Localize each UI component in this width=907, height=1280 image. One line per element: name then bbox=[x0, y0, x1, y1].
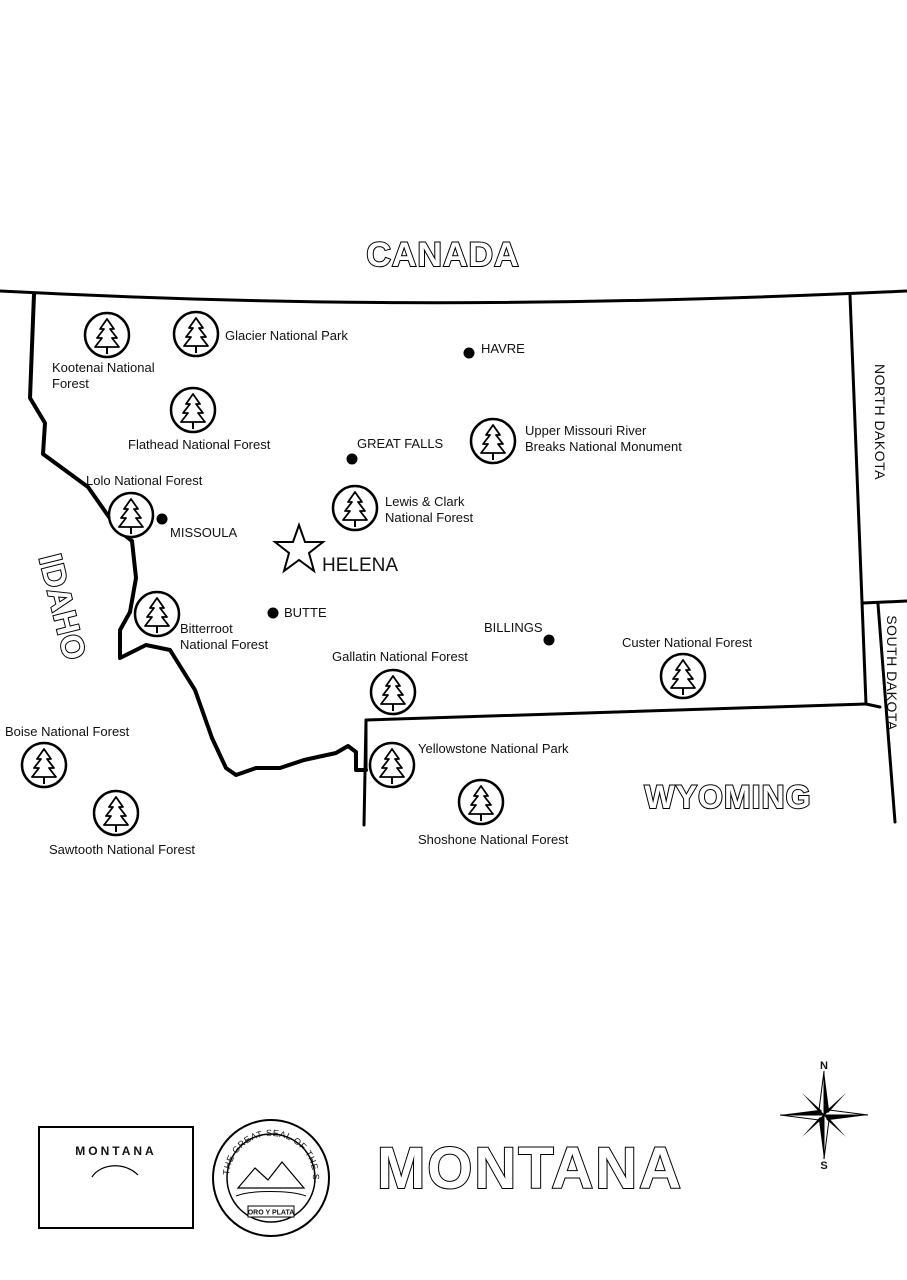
park-flathead: Flathead National Forest bbox=[128, 437, 271, 452]
star-icon bbox=[272, 521, 326, 574]
wyoming-west-border bbox=[362, 718, 368, 827]
south-dakota-border bbox=[876, 602, 897, 824]
city-dot-icon bbox=[156, 513, 168, 525]
compass-north-label: N bbox=[820, 1060, 828, 1072]
tree-icon bbox=[107, 491, 155, 539]
capital-helena: HELENA bbox=[322, 555, 398, 576]
tree-icon bbox=[20, 741, 68, 789]
inset-outline bbox=[91, 1165, 139, 1178]
page-title: MONTANA bbox=[377, 1136, 683, 1201]
city-great-falls: GREAT FALLS bbox=[357, 436, 444, 451]
park-bitterroot-line1: Bitterroot bbox=[180, 621, 233, 636]
tree-icon bbox=[133, 590, 181, 638]
park-kootenai-line2: Forest bbox=[52, 376, 89, 391]
park-boise: Boise National Forest bbox=[5, 724, 130, 739]
city-missoula: MISSOULA bbox=[170, 525, 238, 540]
park-kootenai-line1: Kootenai National bbox=[52, 360, 155, 375]
idaho-mt-river-border bbox=[28, 292, 368, 777]
compass-rose-icon bbox=[779, 1070, 869, 1160]
label-canada: CANADA bbox=[366, 236, 519, 274]
park-upper-missouri-line1: Upper Missouri River bbox=[525, 423, 647, 438]
label-south-dakota: SOUTH DAKOTA bbox=[884, 615, 900, 731]
park-shoshone: Shoshone National Forest bbox=[418, 832, 569, 847]
dakotas-border bbox=[861, 599, 907, 605]
seal-motto: ORO Y PLATA bbox=[248, 1210, 295, 1217]
label-wyoming: WYOMING bbox=[645, 779, 812, 815]
park-lewis-clark-line2: National Forest bbox=[385, 510, 474, 525]
tree-icon bbox=[169, 386, 217, 434]
label-idaho: IDAHO bbox=[32, 551, 93, 665]
tree-icon bbox=[368, 741, 416, 789]
park-glacier: Glacier National Park bbox=[225, 328, 348, 343]
inset-label: MONTANA bbox=[75, 1144, 156, 1158]
city-dot-icon bbox=[463, 347, 475, 359]
park-yellowstone: Yellowstone National Park bbox=[418, 741, 569, 756]
park-upper-missouri-line2: Breaks National Monument bbox=[525, 439, 682, 454]
park-custer: Custer National Forest bbox=[622, 635, 752, 650]
tree-icon bbox=[172, 310, 220, 358]
compass-south-label: S bbox=[820, 1160, 827, 1172]
city-dot-icon bbox=[543, 634, 555, 646]
canada-border bbox=[0, 289, 907, 305]
montana-outline bbox=[28, 292, 868, 777]
city-havre: HAVRE bbox=[481, 341, 525, 356]
tree-icon bbox=[457, 778, 505, 826]
park-sawtooth: Sawtooth National Forest bbox=[49, 842, 195, 857]
tree-icon bbox=[369, 668, 417, 716]
park-bitterroot-line2: National Forest bbox=[180, 637, 269, 652]
city-billings: BILLINGS bbox=[484, 620, 543, 635]
tree-icon bbox=[469, 417, 517, 465]
tree-icon bbox=[331, 484, 379, 532]
inset-box bbox=[38, 1126, 194, 1229]
park-lewis-clark-line1: Lewis & Clark bbox=[385, 494, 465, 509]
park-lolo: Lolo National Forest bbox=[86, 473, 203, 488]
city-butte: BUTTE bbox=[284, 605, 327, 620]
tree-icon bbox=[83, 311, 131, 359]
park-gallatin: Gallatin National Forest bbox=[332, 649, 468, 664]
city-dot-icon bbox=[346, 453, 358, 465]
tree-icon bbox=[92, 789, 140, 837]
city-dot-icon bbox=[267, 607, 279, 619]
label-north-dakota: NORTH DAKOTA bbox=[872, 364, 888, 480]
tree-icon bbox=[659, 652, 707, 700]
north-dakota-border bbox=[848, 293, 882, 709]
